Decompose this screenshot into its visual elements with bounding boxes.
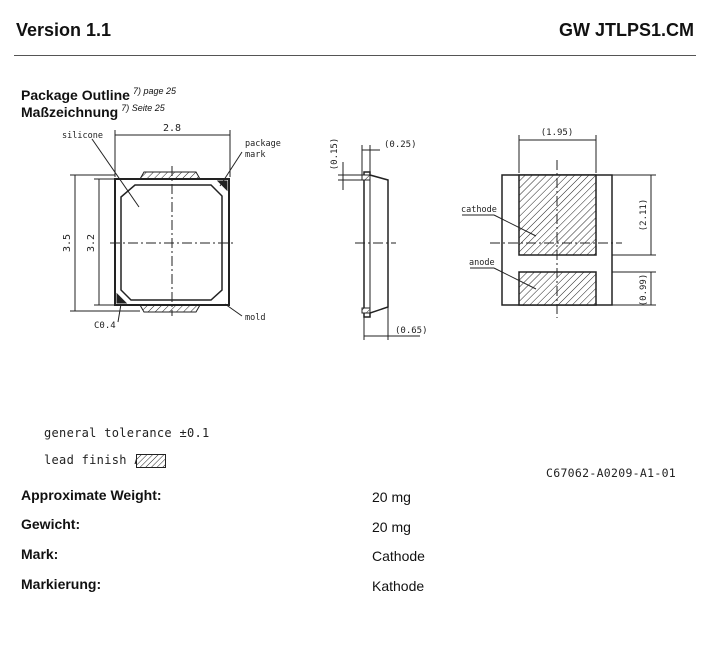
weight-label: Approximate Weight:	[21, 487, 162, 503]
part-number: GW JTLPS1.CM	[558, 20, 694, 40]
side-view	[338, 145, 420, 340]
markierung-value: Kathode	[372, 578, 425, 594]
mark-value: Cathode	[372, 548, 425, 564]
title-de-text: Maßzeichnung	[21, 104, 119, 120]
label-mold: mold	[245, 313, 265, 323]
package-outline-drawing: 2.8 3.5 3.2 silicone package mark mold C…	[62, 123, 656, 340]
dim-height-outer-label: 3.5	[62, 234, 73, 252]
label-silicone: silicone	[62, 131, 103, 141]
dim-lead-height-label: (0.15)	[330, 138, 340, 171]
title-de-ref: 7) Seite 25	[121, 103, 165, 113]
dim-width-label: 2.8	[163, 123, 181, 134]
dim-pad-width-label: (1.95)	[541, 128, 574, 138]
drawing-number: C67062-A0209-A1-01	[546, 466, 677, 480]
top-view	[70, 130, 243, 323]
dim-depth-label: (0.65)	[395, 326, 428, 336]
label-chamfer: C0.4	[94, 321, 116, 331]
dim-cathode-height-label: (2.11)	[639, 199, 649, 232]
gewicht-value: 20 mg	[372, 519, 411, 535]
header-divider	[14, 55, 696, 56]
label-package: package	[245, 139, 281, 149]
lead-finish-note: lead finish Ag	[44, 453, 150, 467]
dim-lead-length-label: (0.25)	[384, 140, 417, 150]
label-anode: anode	[469, 258, 495, 268]
mark-label: Mark:	[21, 546, 59, 562]
label-cathode: cathode	[461, 205, 497, 215]
label-mark: mark	[245, 150, 265, 160]
title-en-ref: 7) page 25	[132, 86, 176, 96]
tolerance-note: general tolerance ±0.1	[44, 426, 210, 440]
dim-height-inner-label: 3.2	[86, 234, 97, 252]
weight-value: 20 mg	[372, 489, 411, 505]
document-version: Version 1.1	[16, 20, 112, 40]
title-en-text: Package Outline	[21, 87, 130, 103]
lead-finish-hatch-swatch	[136, 454, 166, 468]
bottom-view	[462, 135, 656, 318]
markierung-label: Markierung:	[21, 576, 102, 592]
gewicht-label: Gewicht:	[21, 516, 81, 532]
dim-anode-height-label: (0.99)	[639, 274, 649, 307]
